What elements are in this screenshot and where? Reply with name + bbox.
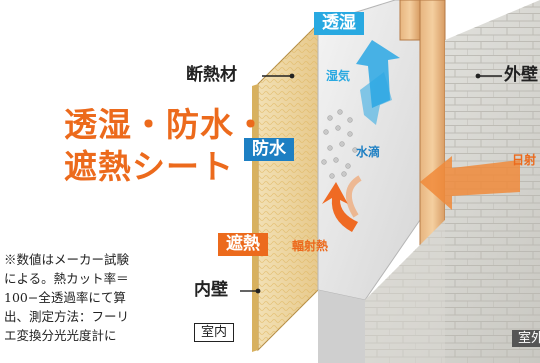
headline-line1: 透湿・防水・ xyxy=(64,105,268,144)
sunlight-label: 日射 xyxy=(512,153,537,167)
footnote-line: ※数値はメーカー試験 xyxy=(4,252,130,267)
water-drop-dots xyxy=(321,109,358,179)
humidity-badge: 透湿 xyxy=(314,12,364,35)
outdoor-label: 室外 xyxy=(512,330,540,347)
wood-stud xyxy=(399,0,421,41)
radiant-heat-label: 輻射熱 xyxy=(292,239,329,253)
moisture-arrow-icon xyxy=(356,40,400,125)
interior-wall-label: 内壁 xyxy=(194,280,228,300)
sunlight-arrow-icon xyxy=(420,156,520,210)
radiant-heat-arrow-icon xyxy=(322,175,362,232)
waterproof-badge: 防水 xyxy=(244,138,294,161)
moisture-label: 湿気 xyxy=(326,69,351,83)
insulation-label: 断熱材 xyxy=(186,65,237,85)
footnote-line: エ変換分光光度計に xyxy=(4,328,117,343)
exterior-wall-label: 外壁 xyxy=(504,65,538,85)
headline-line2: 遮熱シート xyxy=(64,147,234,186)
water-drops-label: 水滴 xyxy=(356,145,381,159)
heat-shield-badge: 遮熱 xyxy=(218,233,268,256)
footnote-line: 100−全透過率にて算 xyxy=(4,290,126,305)
footnote-line: による。熱カット率＝ xyxy=(4,271,129,286)
footnote: ※数値はメーカー試験 による。熱カット率＝ 100−全透過率にて算 出、測定方法… xyxy=(4,250,184,345)
footnote-line: 出、測定方法：フーリ xyxy=(4,309,130,324)
indoor-label: 室内 xyxy=(194,323,235,342)
